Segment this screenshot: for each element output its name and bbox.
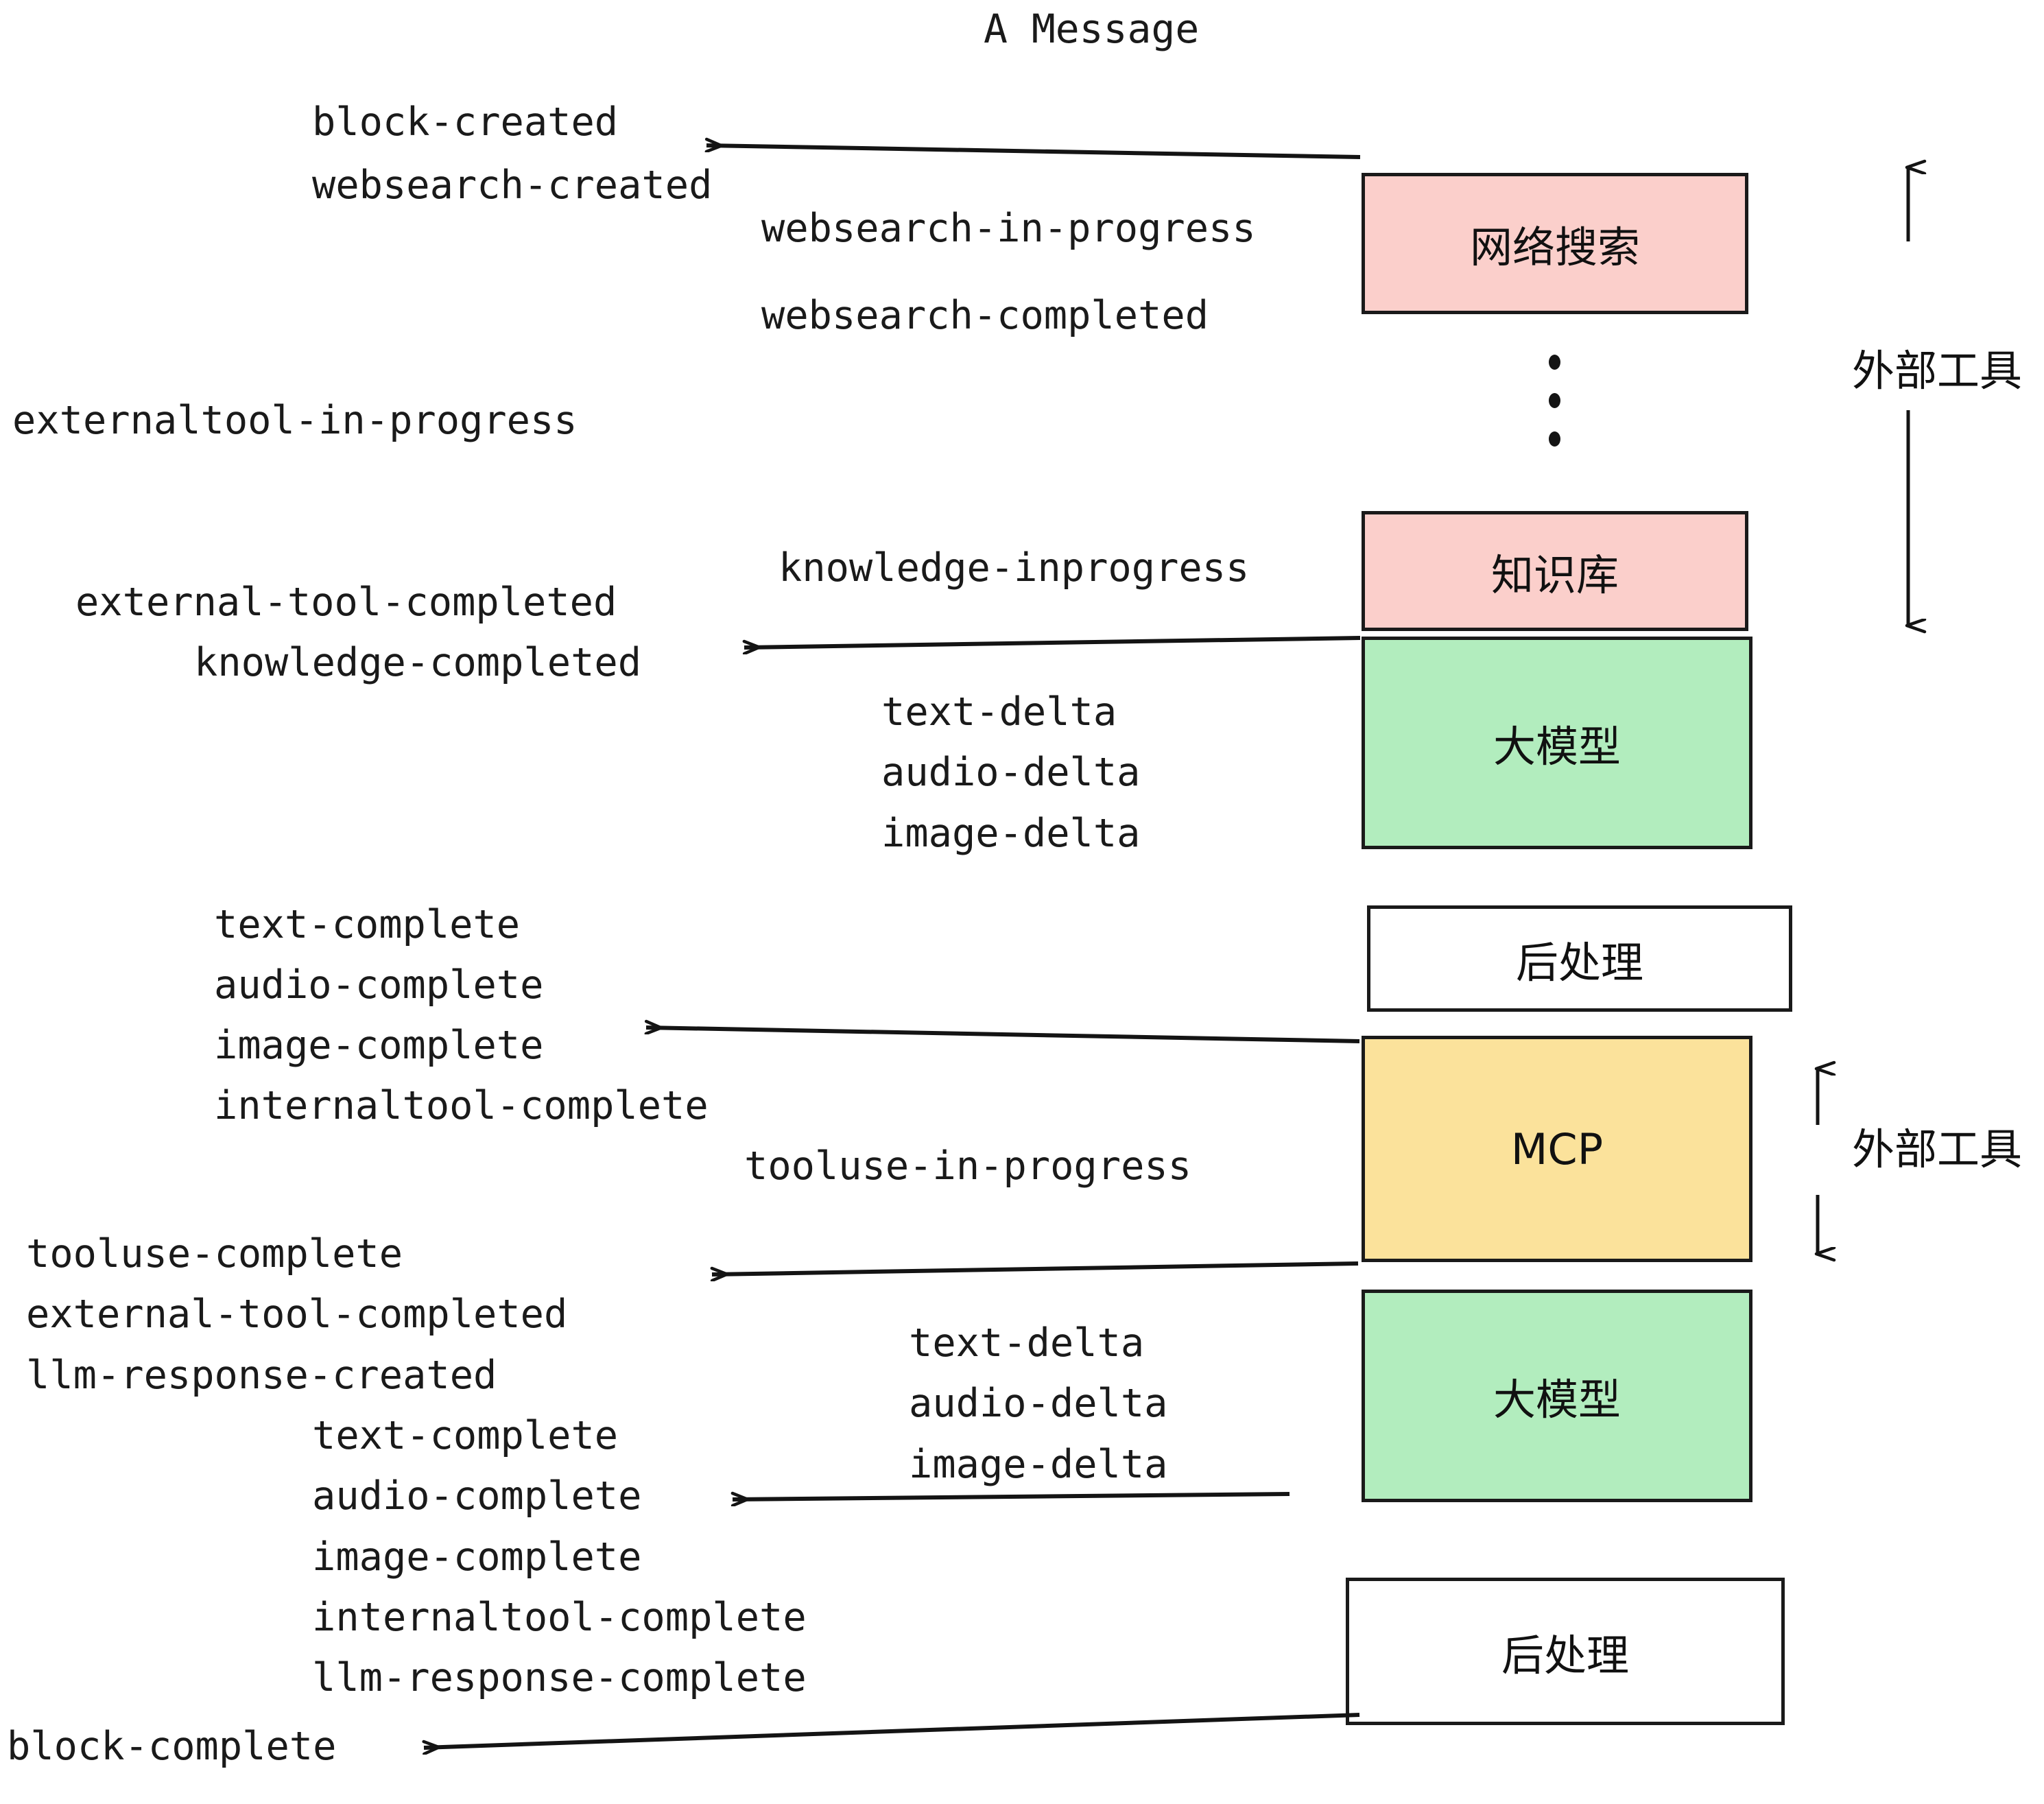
event-tooluse-in-progress: tooluse-in-progress bbox=[744, 1143, 1192, 1189]
node-llm-second-label: 大模型 bbox=[1493, 1375, 1621, 1425]
node-knowledge-label: 知识库 bbox=[1490, 549, 1619, 600]
node-mcp-label: MCP bbox=[1510, 1124, 1604, 1174]
event-tooluse-complete: tooluse-complete bbox=[26, 1231, 403, 1277]
node-postprocess-second-label: 后处理 bbox=[1501, 1630, 1629, 1681]
event-block-created: block-created bbox=[312, 99, 619, 145]
event-image-complete-1: image-complete bbox=[214, 1023, 544, 1068]
arrow-websearch-to-created bbox=[706, 145, 1361, 159]
event-internaltool-complete-2: internaltool-complete bbox=[312, 1595, 807, 1640]
event-llm-response-created: llm-response-created bbox=[26, 1353, 497, 1398]
arrow-knowledge-to-completed bbox=[744, 636, 1361, 648]
event-audio-delta-2: audio-delta bbox=[909, 1381, 1168, 1426]
event-external-tool-completed-2: external-tool-completed bbox=[26, 1292, 568, 1337]
event-text-delta-2: text-delta bbox=[909, 1320, 1145, 1366]
arrow-llm-to-audio-complete bbox=[733, 1494, 1290, 1499]
bracket-label-external-tools-top: 外部工具 bbox=[1852, 346, 2023, 396]
node-llm-second[interactable]: 大模型 bbox=[1362, 1290, 1752, 1502]
ellipsis-dots bbox=[1549, 343, 1560, 458]
event-image-delta-2: image-delta bbox=[909, 1442, 1168, 1487]
event-knowledge-inprogress: knowledge-inprogress bbox=[779, 545, 1250, 591]
node-llm-first-label: 大模型 bbox=[1493, 722, 1621, 772]
diagram-title: A Message bbox=[984, 5, 1200, 52]
event-internaltool-complete-1: internaltool-complete bbox=[214, 1083, 709, 1128]
event-llm-response-complete: llm-response-complete bbox=[312, 1655, 807, 1700]
event-knowledge-completed: knowledge-completed bbox=[194, 640, 642, 685]
event-externaltool-in-progress: externaltool-in-progress bbox=[12, 398, 578, 443]
event-websearch-in-progress: websearch-in-progress bbox=[761, 206, 1256, 251]
arrow-postprocess-to-image-complete bbox=[646, 1028, 1360, 1043]
event-text-complete-1: text-complete bbox=[214, 902, 521, 947]
node-postprocess-first[interactable]: 后处理 bbox=[1367, 905, 1792, 1012]
node-knowledge[interactable]: 知识库 bbox=[1362, 511, 1748, 631]
node-postprocess-second[interactable]: 后处理 bbox=[1346, 1578, 1785, 1725]
event-audio-complete-1: audio-complete bbox=[214, 962, 544, 1008]
node-websearch[interactable]: 网络搜索 bbox=[1362, 173, 1748, 314]
bracket-label-external-tools-bottom: 外部工具 bbox=[1852, 1124, 2023, 1174]
event-websearch-completed: websearch-completed bbox=[761, 293, 1209, 338]
arrow-mcp-to-tooluse-complete bbox=[712, 1261, 1359, 1274]
event-block-complete: block-complete bbox=[7, 1724, 337, 1769]
arrow-postprocess-to-block-complete bbox=[424, 1713, 1360, 1748]
event-image-delta-1: image-delta bbox=[881, 811, 1141, 856]
node-websearch-label: 网络搜索 bbox=[1469, 222, 1640, 272]
event-audio-complete-2: audio-complete bbox=[312, 1473, 642, 1519]
node-postprocess-first-label: 后处理 bbox=[1515, 937, 1643, 988]
event-image-complete-2: image-complete bbox=[312, 1534, 642, 1580]
node-llm-first[interactable]: 大模型 bbox=[1362, 637, 1752, 849]
event-websearch-created: websearch-created bbox=[312, 163, 713, 208]
event-text-delta-1: text-delta bbox=[881, 689, 1117, 735]
event-audio-delta-1: audio-delta bbox=[881, 750, 1141, 795]
event-external-tool-completed-1: external-tool-completed bbox=[75, 580, 617, 625]
node-mcp[interactable]: MCP bbox=[1362, 1036, 1752, 1262]
event-text-complete-2: text-complete bbox=[312, 1413, 619, 1458]
